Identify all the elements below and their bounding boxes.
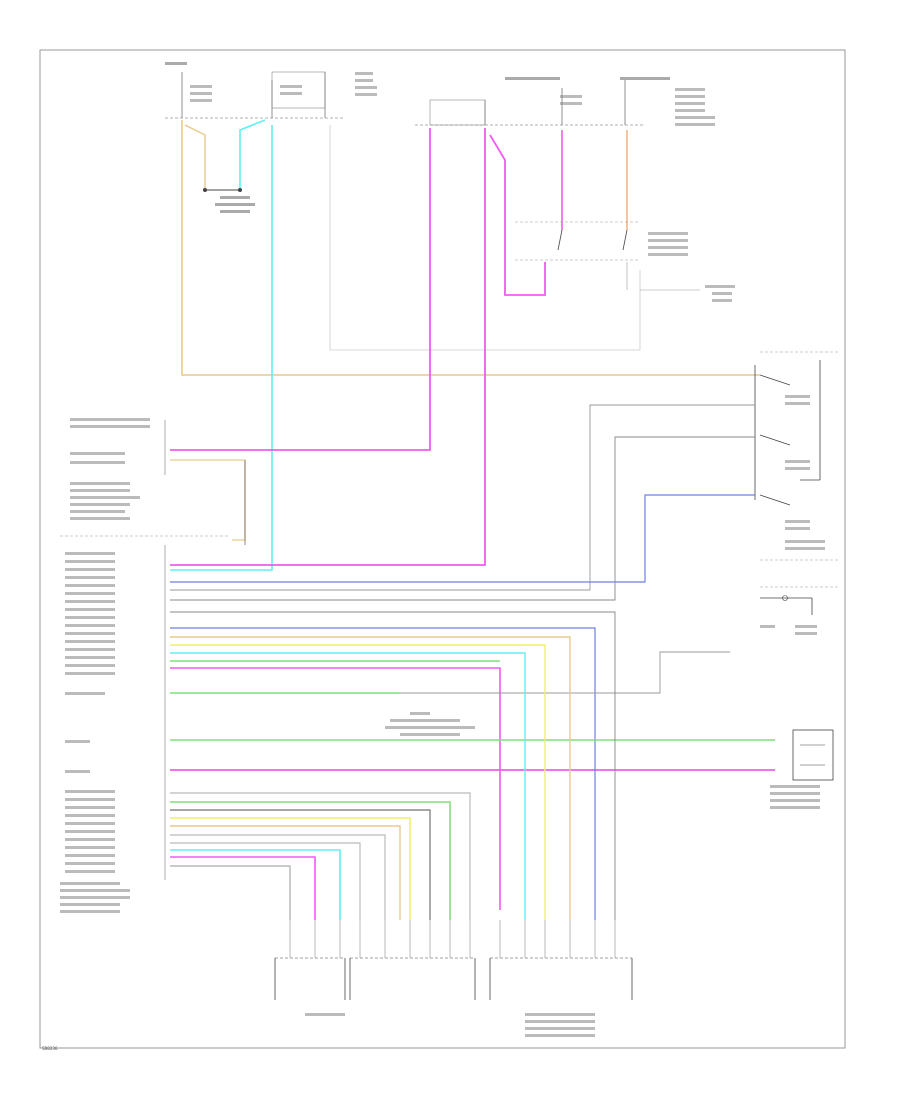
wire-tan-tcc: [170, 825, 401, 920]
wire-cyan-cable: [170, 652, 526, 920]
wire-pink-brake: [170, 128, 431, 451]
instrument-cluster: [770, 729, 834, 809]
wire-gray-cable: [170, 611, 616, 920]
stop-lamp-switch: [515, 221, 688, 261]
wire-pink-sensor: [170, 128, 486, 566]
bottom-connector-left: [274, 957, 476, 1016]
wire-violet-switch3: [170, 494, 755, 583]
wire-yellow-cable: [170, 644, 546, 920]
wire-yellow-tcc: [170, 817, 411, 920]
wire-tan-main: [181, 120, 760, 376]
wire-cyan-ignition: [239, 119, 266, 190]
wire-cyan-tcc: [170, 849, 341, 920]
fuse-block-labels: [165, 62, 715, 213]
pcm-connector-left: [60, 418, 246, 545]
pcm-pin-labels: [60, 545, 166, 913]
wire-gray-tcc2: [170, 834, 386, 920]
wire-gray-serial: [400, 651, 730, 694]
wire-gray-tcc1: [170, 792, 471, 920]
wire-tan-cable: [170, 636, 571, 920]
wire-gray-switch1: [170, 404, 755, 591]
diagram-code: SB8236: [42, 1046, 58, 1051]
wire-gray-switch2: [170, 436, 755, 601]
wire-pink-cable2: [170, 856, 316, 920]
fuse-stubs: [181, 72, 626, 125]
park-neutral-lamp: [760, 586, 838, 635]
diagram-border: [39, 49, 846, 1049]
wire-violet-cable: [170, 627, 596, 920]
wire-green-tcc: [170, 801, 451, 920]
data-link-connector-label: [385, 712, 475, 736]
wire-dark-tcc: [170, 809, 431, 920]
hot-at-all-times-bus: [165, 71, 645, 126]
cruise-control-stub: [626, 262, 735, 302]
wire-gray-tcc3: [170, 842, 361, 920]
connector-pin-stubs: [289, 920, 616, 958]
bottom-connector-right: [489, 957, 633, 1037]
transfer-switch-assembly: [754, 351, 838, 561]
wire-pink-switch: [489, 134, 546, 296]
ignition-component: [203, 188, 242, 192]
wire-cyan-main: [170, 125, 273, 571]
wire-pink-cable1: [170, 667, 501, 910]
wire-gray-tcc4: [170, 865, 291, 920]
wire-tan-ignition: [184, 124, 206, 190]
